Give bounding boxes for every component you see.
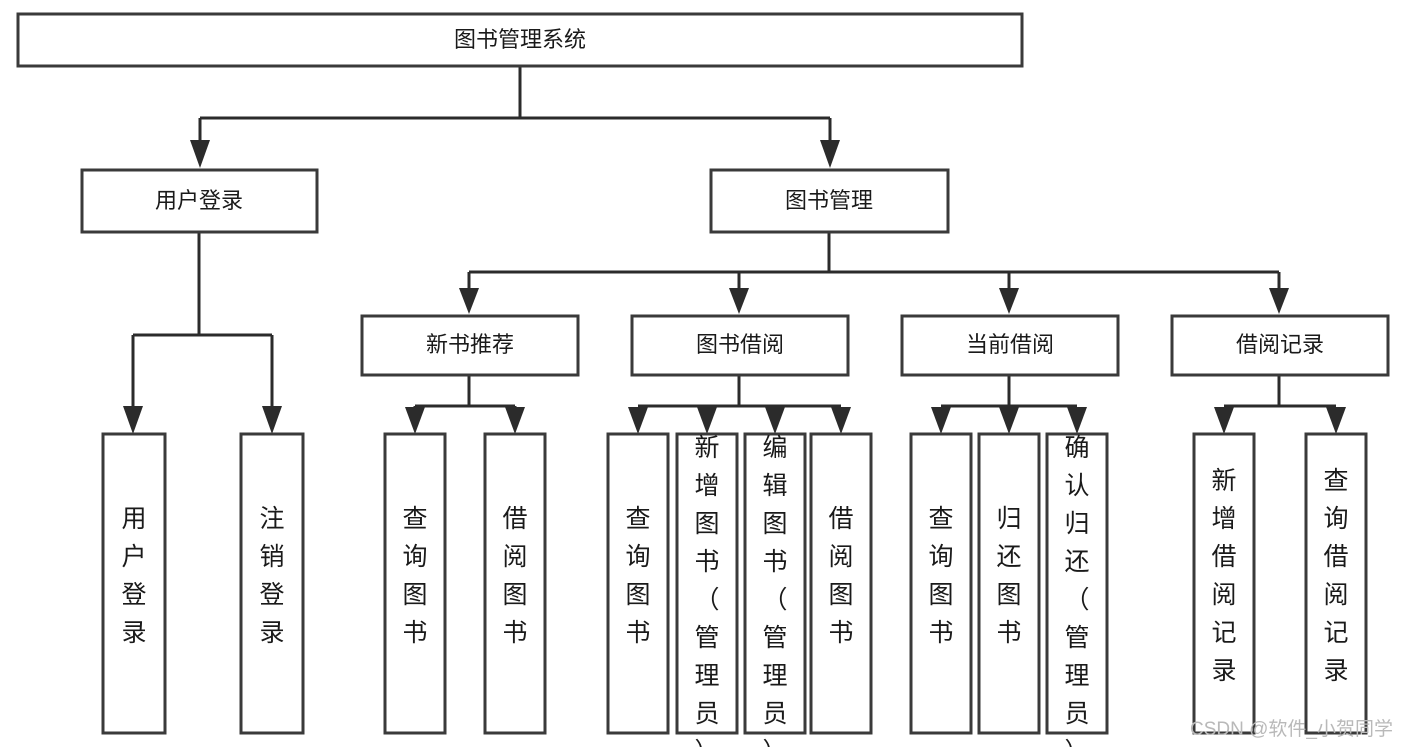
arrow-head-icon <box>999 407 1019 434</box>
node-leaf-confirm-return-admin[interactable]: 确认归还（管理员） <box>1045 432 1109 747</box>
node-book-borrow-label: 图书借阅 <box>696 332 784 357</box>
arrow-head-icon <box>1214 407 1234 434</box>
node-leaf-query-book-1-label: 查询图书 <box>402 505 427 647</box>
node-leaf-query-borrow-record[interactable]: 查询借阅记录 <box>1304 432 1368 735</box>
csdn-watermark: CSDN @软件_小贺同学 <box>1190 718 1393 740</box>
node-leaf-logout-login-box[interactable] <box>239 432 305 735</box>
node-borrow-record-box[interactable] <box>1170 314 1390 377</box>
arrow-head-icon <box>628 407 648 434</box>
node-new-book-recommend-box[interactable] <box>360 314 580 377</box>
arrow-head-icon <box>262 406 282 434</box>
node-borrow-record[interactable]: 借阅记录 <box>1170 314 1390 377</box>
node-leaf-query-book-3[interactable]: 查询图书 <box>909 432 973 735</box>
arrow-head-icon <box>405 407 425 434</box>
node-book-management-label: 图书管理 <box>785 188 873 213</box>
connector-layer <box>123 66 1346 434</box>
node-leaf-add-borrow-record[interactable]: 新增借阅记录 <box>1192 432 1256 735</box>
node-leaf-return-book[interactable]: 归还图书 <box>977 432 1041 735</box>
node-leaf-query-borrow-record-box[interactable] <box>1304 432 1368 735</box>
arrow-head-icon <box>931 407 951 434</box>
node-book-management-box[interactable] <box>709 168 950 234</box>
node-current-borrow[interactable]: 当前借阅 <box>900 314 1120 377</box>
node-leaf-query-book-2-box[interactable] <box>606 432 670 735</box>
node-leaf-query-book-2-label: 查询图书 <box>625 505 650 647</box>
node-leaf-confirm-return-admin-label: 确认归还（管理员） <box>1064 434 1089 747</box>
node-leaf-user-login-box[interactable] <box>101 432 167 735</box>
node-book-management[interactable]: 图书管理 <box>709 168 950 234</box>
node-user-login-label: 用户登录 <box>155 188 243 213</box>
node-current-borrow-label: 当前借阅 <box>966 332 1054 357</box>
node-leaf-edit-book-admin-label: 编辑图书（管理员） <box>762 434 787 747</box>
node-current-borrow-box[interactable] <box>900 314 1120 377</box>
arrow-head-icon <box>123 406 143 434</box>
node-leaf-query-book-3-box[interactable] <box>909 432 973 735</box>
node-leaf-confirm-return-admin-box[interactable] <box>1045 432 1109 735</box>
node-leaf-query-book-1[interactable]: 查询图书 <box>383 432 447 735</box>
node-new-book-recommend-label: 新书推荐 <box>426 332 514 357</box>
node-user-login-box[interactable] <box>80 168 319 234</box>
node-leaf-query-borrow-record-label: 查询借阅记录 <box>1323 467 1348 685</box>
node-book-borrow[interactable]: 图书借阅 <box>630 314 850 377</box>
node-leaf-query-book-1-box[interactable] <box>383 432 447 735</box>
node-leaf-edit-book-admin[interactable]: 编辑图书（管理员） <box>743 432 807 747</box>
node-leaf-return-book-label: 归还图书 <box>996 505 1021 647</box>
node-borrow-record-label: 借阅记录 <box>1236 332 1324 357</box>
node-leaf-add-book-admin-box[interactable] <box>675 432 739 735</box>
node-leaf-logout-login-label: 注销登录 <box>259 505 284 647</box>
arrow-head-icon <box>1269 288 1289 314</box>
node-leaf-borrow-book-2[interactable]: 借阅图书 <box>809 432 873 735</box>
node-root-label: 图书管理系统 <box>454 27 586 52</box>
node-leaf-add-book-admin[interactable]: 新增图书（管理员） <box>675 432 739 747</box>
arrow-head-icon <box>765 407 785 434</box>
node-leaf-borrow-book-1-box[interactable] <box>483 432 547 735</box>
node-leaf-user-login[interactable]: 用户登录 <box>101 432 167 735</box>
arrow-head-icon <box>820 140 840 168</box>
node-root-box[interactable] <box>16 12 1024 68</box>
node-leaf-add-borrow-record-box[interactable] <box>1192 432 1256 735</box>
node-leaf-edit-book-admin-box[interactable] <box>743 432 807 735</box>
arrow-head-icon <box>459 288 479 314</box>
arrow-head-icon <box>190 140 210 168</box>
node-leaf-borrow-book-2-label: 借阅图书 <box>828 505 853 647</box>
node-leaf-logout-login[interactable]: 注销登录 <box>239 432 305 735</box>
node-leaf-query-book-3-label: 查询图书 <box>928 505 953 647</box>
node-leaf-borrow-book-2-box[interactable] <box>809 432 873 735</box>
arrow-head-icon <box>729 288 749 314</box>
node-leaf-query-book-2[interactable]: 查询图书 <box>606 432 670 735</box>
node-leaf-add-book-admin-label: 新增图书（管理员） <box>694 434 719 747</box>
node-leaf-user-login-label: 用户登录 <box>121 505 146 647</box>
node-user-login[interactable]: 用户登录 <box>80 168 319 234</box>
arrow-head-icon <box>1326 407 1346 434</box>
arrow-head-icon <box>1067 407 1087 434</box>
node-leaf-add-borrow-record-label: 新增借阅记录 <box>1211 467 1236 685</box>
arrow-head-icon <box>999 288 1019 314</box>
node-book-borrow-box[interactable] <box>630 314 850 377</box>
node-leaf-return-book-box[interactable] <box>977 432 1041 735</box>
arrow-head-icon <box>831 407 851 434</box>
node-leaf-borrow-book-1-label: 借阅图书 <box>502 505 527 647</box>
arrow-head-icon <box>697 407 717 434</box>
node-new-book-recommend[interactable]: 新书推荐 <box>360 314 580 377</box>
node-root[interactable]: 图书管理系统 <box>16 12 1024 68</box>
arrow-head-icon <box>505 407 525 434</box>
node-leaf-borrow-book-1[interactable]: 借阅图书 <box>483 432 547 735</box>
